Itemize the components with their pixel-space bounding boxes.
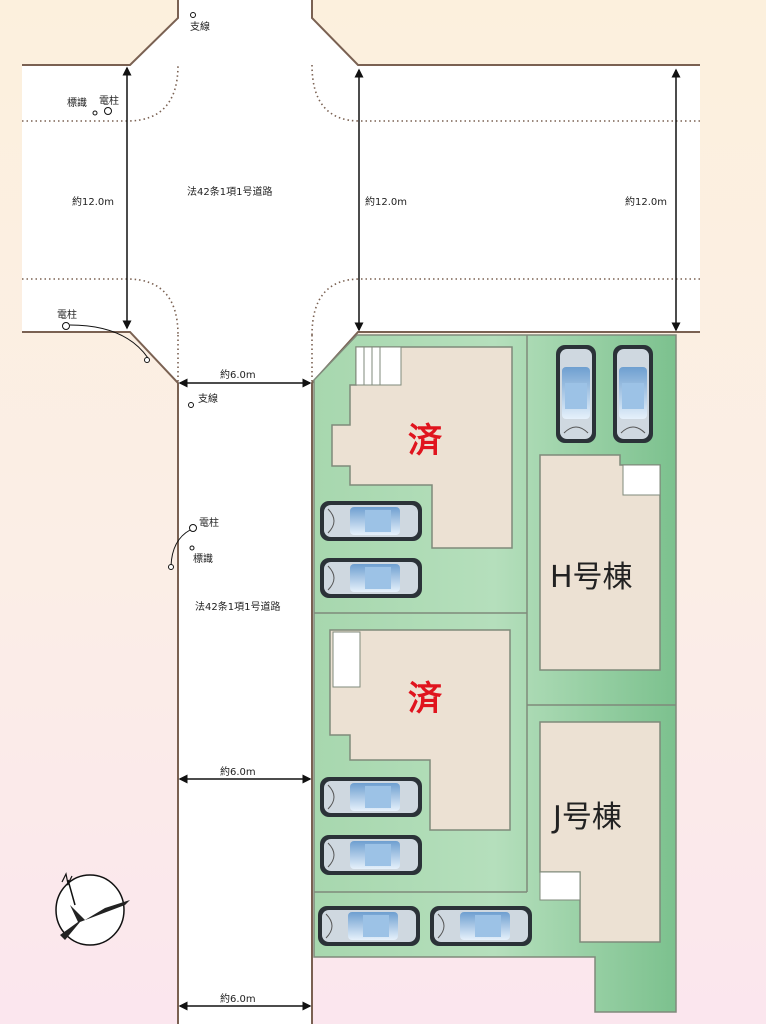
utility-pole-icon xyxy=(104,107,112,115)
dim-road-width-bottom: 約6.0m xyxy=(220,992,256,1005)
sign-icon xyxy=(92,110,98,116)
car-icon xyxy=(555,344,597,444)
stairs xyxy=(355,346,402,386)
road-label-lower: 法42条1項1号道路 xyxy=(195,600,280,613)
car-icon xyxy=(319,557,423,599)
guy-wire-label-top: 支線 xyxy=(190,20,210,33)
car-icon xyxy=(612,344,654,444)
roads xyxy=(22,0,700,1024)
dim-right-width: 約12.0m xyxy=(625,195,667,208)
sign-label-mid: 標識 xyxy=(193,552,213,565)
guy-wire-label-mid: 支線 xyxy=(198,392,218,405)
road-label-upper: 法42条1項1号道路 xyxy=(187,185,272,198)
sign-icon xyxy=(189,545,195,551)
car-icon xyxy=(319,776,423,818)
pole-label-mid: 電柱 xyxy=(199,516,219,529)
guy-wire-icon xyxy=(168,564,174,570)
lot-h[interactable]: H号棟 xyxy=(539,454,661,671)
utility-pole-icon xyxy=(189,524,197,532)
car-icon xyxy=(317,905,421,947)
guy-wire-icon xyxy=(188,402,194,408)
dim-middle-width: 約12.0m xyxy=(365,195,407,208)
lot-sold-1[interactable]: 済 xyxy=(331,346,513,549)
dim-road-width-mid: 約6.0m xyxy=(220,765,256,778)
sold-label: 済 xyxy=(408,679,443,719)
pole-label-left: 電柱 xyxy=(99,94,119,107)
stairs xyxy=(332,631,361,688)
north-compass-icon xyxy=(55,872,130,946)
lot-j-label: J号棟 xyxy=(551,800,622,835)
sold-label: 済 xyxy=(408,421,443,461)
car-icon xyxy=(319,500,423,542)
dimension-lines xyxy=(122,66,681,1011)
dim-left-width: 約12.0m xyxy=(72,195,114,208)
pole-label-lower-left: 電柱 xyxy=(57,308,77,321)
utility-markers: 支線 標識 電柱 電柱 支線 電柱 標識 xyxy=(57,12,219,570)
sign-label-left: 標識 xyxy=(67,96,87,109)
guy-wire-icon xyxy=(144,357,150,363)
car-icon xyxy=(429,905,533,947)
guy-wire-icon xyxy=(190,12,196,18)
upper-road xyxy=(22,0,700,1024)
lot-h-label: H号棟 xyxy=(550,560,633,595)
car-icon xyxy=(319,834,423,876)
lot-sold-2[interactable]: 済 xyxy=(329,629,511,831)
utility-pole-icon xyxy=(62,322,70,330)
dim-road-width-top: 約6.0m xyxy=(220,368,256,381)
lot-j[interactable]: J号棟 xyxy=(539,721,661,943)
